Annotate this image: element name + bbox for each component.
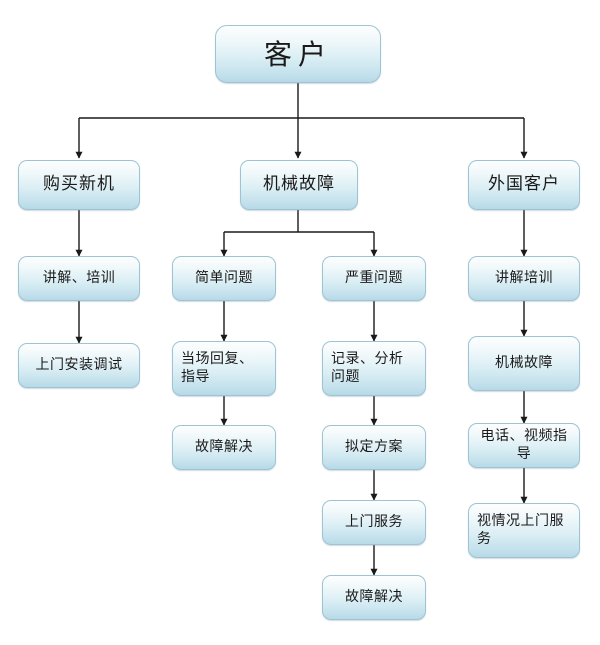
node-b1-simple-problem[interactable]: 简单问题 [172, 256, 276, 301]
node-a2-onsite-install-debug[interactable]: 上门安装调试 [18, 343, 140, 388]
node-d3-phone-video-guidance[interactable]: 电话、视频指导 [468, 423, 580, 468]
node-branch1-label: 购买新机 [43, 174, 115, 195]
node-c5-fault-resolved[interactable]: 故障解决 [322, 575, 426, 620]
node-a2-label: 上门安装调试 [35, 356, 123, 373]
node-c2-record-analyze-problem[interactable]: 记录、分析问题 [322, 341, 426, 396]
node-d3-label: 电话、视频指导 [480, 428, 568, 462]
node-d2-label: 机械故障 [495, 354, 553, 371]
node-branch-foreign-customer[interactable]: 外国客户 [468, 160, 580, 210]
node-c1-serious-problem[interactable]: 严重问题 [322, 256, 426, 301]
node-a1-label: 讲解、培训 [42, 269, 116, 286]
node-d2-mechanical-failure[interactable]: 机械故障 [468, 336, 580, 391]
node-c4-label: 上门服务 [345, 513, 403, 530]
node-d1-explain-train[interactable]: 讲解培训 [468, 256, 580, 301]
node-branch-mechanical-failure[interactable]: 机械故障 [240, 160, 358, 210]
node-c4-onsite-service[interactable]: 上门服务 [322, 500, 426, 545]
node-branch2-label: 机械故障 [263, 174, 335, 195]
node-c1-label: 严重问题 [345, 269, 403, 286]
node-d4-onsite-service-as-needed[interactable]: 视情况上门服务 [468, 503, 580, 558]
node-branch-buy-new-machine[interactable]: 购买新机 [18, 160, 140, 210]
node-b3-label: 故障解决 [195, 438, 253, 455]
node-c3-draft-plan[interactable]: 拟定方案 [322, 425, 426, 470]
node-d4-label: 视情况上门服务 [477, 513, 564, 547]
node-root-label: 客户 [263, 37, 332, 71]
node-b2-label: 当场回复、指导 [181, 351, 254, 385]
node-b2-onsite-reply-guidance[interactable]: 当场回复、指导 [172, 341, 276, 396]
node-root[interactable]: 客户 [215, 25, 381, 83]
node-c5-label: 故障解决 [345, 588, 403, 605]
node-b1-label: 简单问题 [195, 269, 253, 286]
node-c2-label: 记录、分析问题 [331, 351, 404, 385]
node-a1-explain-train[interactable]: 讲解、培训 [18, 256, 140, 301]
node-b3-fault-resolved[interactable]: 故障解决 [172, 425, 276, 470]
node-c3-label: 拟定方案 [345, 438, 403, 455]
node-d1-label: 讲解培训 [495, 269, 553, 286]
node-branch3-label: 外国客户 [488, 174, 560, 195]
